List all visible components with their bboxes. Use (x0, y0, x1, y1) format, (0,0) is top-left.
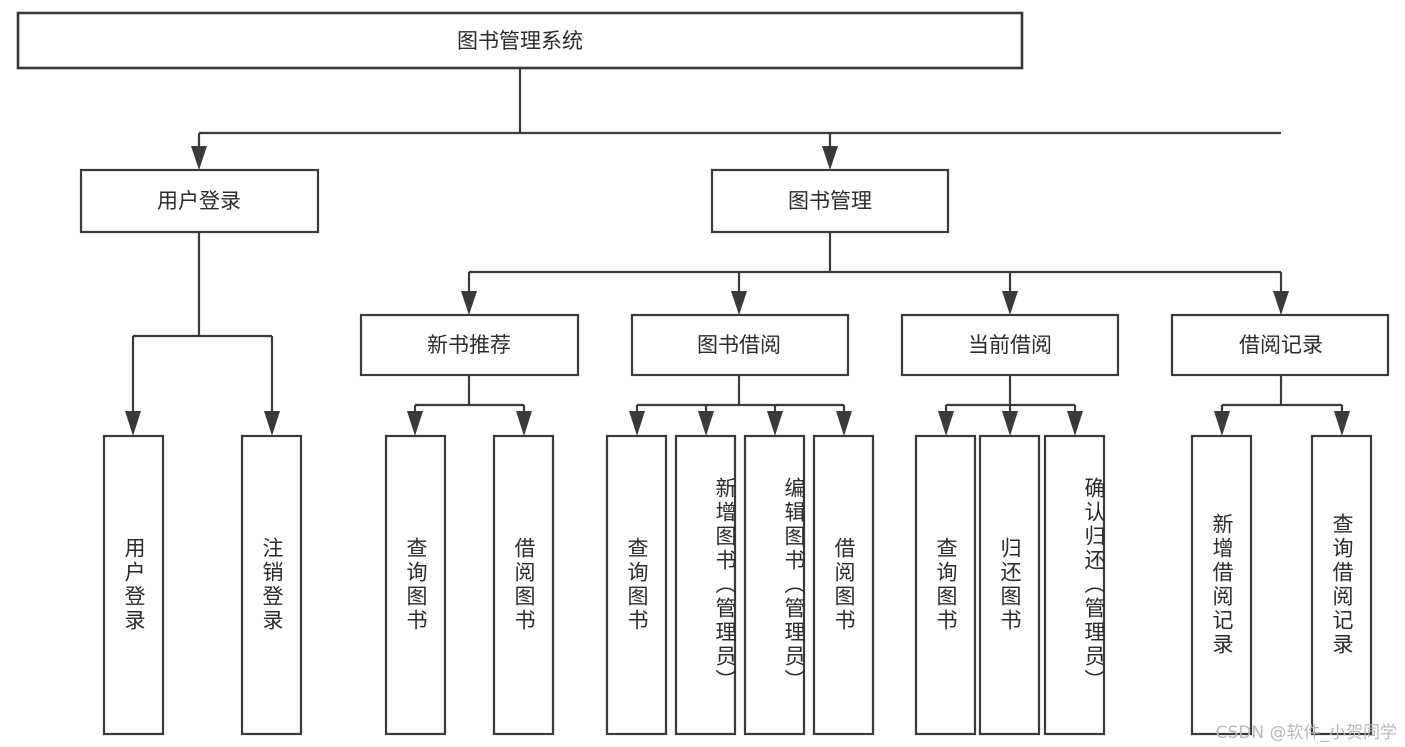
arrowhead-leaf-6 (698, 411, 714, 436)
arrowhead-leaf-13 (1334, 411, 1350, 436)
leaf-box-return-book[interactable] (978, 434, 1041, 736)
leaf-box-borrow-book-2[interactable] (812, 434, 875, 736)
node-book-borrow-label: 图书借阅 (697, 333, 781, 357)
node-borrow-record[interactable]: 借阅记录 (1170, 313, 1390, 377)
node-current-borrow-label: 当前借阅 (968, 333, 1052, 357)
node-user-login-label: 用户登录 (157, 189, 241, 213)
node-new-book-recommend-label: 新书推荐 (427, 333, 511, 357)
arrowhead-book-manage (822, 146, 838, 170)
edge-borrow-to-leaves (629, 375, 852, 436)
arrowhead-leaf-12 (1214, 411, 1230, 436)
node-root-label: 图书管理系统 (457, 29, 583, 53)
leaf-box-user-login[interactable] (102, 434, 165, 736)
leaf-box-query-book-2[interactable] (605, 434, 668, 736)
arrowhead-record (1273, 291, 1289, 315)
leaf-box-borrow-book-1[interactable] (492, 434, 555, 736)
node-user-login[interactable]: 用户登录 (79, 168, 320, 234)
arrowhead-leaf-8 (836, 411, 852, 436)
arrowhead-leaf-11 (1067, 411, 1083, 436)
edge-new-book-to-leaves (407, 375, 532, 436)
csdn-watermark: CSDN @软件_小贺同学 (1215, 723, 1397, 743)
arrowhead-borrow (731, 291, 747, 315)
node-borrow-record-label: 借阅记录 (1239, 333, 1323, 357)
arrowhead-leaf-2 (264, 411, 280, 436)
leaf-box-edit-book[interactable] (743, 434, 806, 736)
arrowhead-new-book (461, 291, 477, 315)
arrowhead-current (1002, 291, 1018, 315)
leaf-box-add-record[interactable] (1190, 434, 1253, 736)
leaf-box-query-record[interactable] (1310, 434, 1373, 736)
node-new-book-recommend[interactable]: 新书推荐 (359, 313, 580, 377)
leaf-box-confirm-return[interactable] (1043, 434, 1106, 736)
node-root[interactable]: 图书管理系统 (16, 11, 1024, 70)
node-book-management[interactable]: 图书管理 (710, 168, 950, 234)
arrowhead-leaf-9 (938, 411, 954, 436)
leaf-box-query-book-1[interactable] (384, 434, 447, 736)
edge-root-to-level2 (191, 68, 1281, 170)
arrowhead-leaf-5 (629, 411, 645, 436)
edge-current-to-leaves (938, 375, 1083, 436)
node-current-borrow[interactable]: 当前借阅 (900, 313, 1120, 377)
arrowhead-leaf-1 (125, 411, 141, 436)
arrowhead-user-login (191, 146, 207, 170)
leaf-rects (102, 434, 1373, 736)
leaf-box-add-book[interactable] (674, 434, 737, 736)
arrowhead-leaf-7 (767, 411, 783, 436)
leaf-box-query-book-3[interactable] (914, 434, 977, 736)
node-book-borrow[interactable]: 图书借阅 (630, 313, 850, 377)
node-book-management-label: 图书管理 (788, 189, 872, 213)
arrowhead-leaf-3 (407, 411, 423, 436)
arrowhead-leaf-10 (1002, 411, 1018, 436)
edge-user-login-to-leaves (125, 232, 280, 436)
arrowhead-leaf-4 (516, 411, 532, 436)
leaf-box-logout[interactable] (240, 434, 303, 736)
edge-record-to-leaves (1214, 375, 1350, 436)
edge-book-manage-to-level3 (461, 232, 1289, 315)
